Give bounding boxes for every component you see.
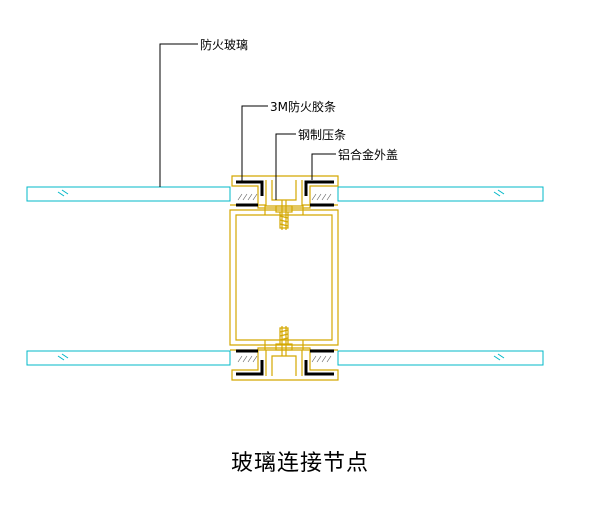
label-aluminum-cover: 铝合金外盖 [338, 147, 398, 162]
label-fire-glass: 防火玻璃 [200, 37, 248, 52]
lower-hatch [237, 355, 332, 363]
lower-glass-left [26, 350, 231, 366]
leader-3m-tape [241, 105, 268, 182]
upper-seals [236, 180, 334, 207]
upper-hatch [237, 193, 332, 201]
lower-glass-right [337, 350, 544, 366]
leader-aluminum-cover [311, 153, 336, 180]
diagram-title: 玻璃连接节点 [231, 451, 369, 476]
label-3m-tape: 3M防火胶条 [270, 99, 336, 114]
lower-cover [231, 326, 339, 381]
upper-cover [231, 175, 339, 230]
lower-seals [236, 349, 334, 376]
upper-glass-right [337, 186, 544, 202]
upper-screw [275, 205, 293, 229]
leader-fire-glass [159, 43, 198, 187]
upper-glass [26, 186, 544, 202]
leader-lines [159, 43, 336, 200]
upper-glass-left [26, 186, 231, 202]
label-steel-bead: 钢制压条 [298, 128, 346, 142]
lower-glass [26, 350, 544, 366]
leader-steel-bead [275, 133, 296, 200]
lower-screw [275, 327, 293, 351]
